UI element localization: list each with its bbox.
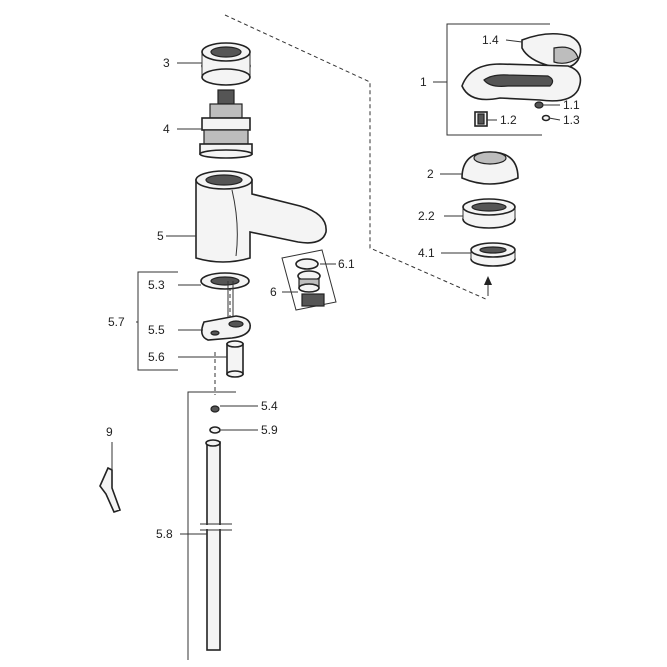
part-1-4-cap <box>521 32 582 69</box>
part-2-2-ring <box>462 198 516 229</box>
part-5-8-supply-hose <box>200 439 232 651</box>
part-5-9-o-ring <box>209 426 221 434</box>
assembly-guide-lines <box>214 14 489 395</box>
label-5-8: 5.8 <box>156 527 173 541</box>
label-6: 6 <box>270 285 277 299</box>
label-9: 9 <box>106 425 113 439</box>
label-2-2: 2.2 <box>418 209 435 223</box>
part-5-3-gasket <box>200 272 250 318</box>
label-5: 5 <box>157 229 164 243</box>
part-labels: 3 4 5 5.3 5.7 5.5 5.6 5.4 5.9 9 5.8 6.1 … <box>106 33 580 541</box>
part-1-bracket <box>446 23 550 136</box>
label-5-6: 5.6 <box>148 350 165 364</box>
part-1-handle-lever <box>461 63 582 102</box>
part-6-aerator <box>281 249 337 311</box>
label-1-1: 1.1 <box>563 98 580 112</box>
part-5-5-bracket <box>200 315 252 341</box>
assembly-arrow-up <box>484 276 492 296</box>
label-1-3: 1.3 <box>563 113 580 127</box>
part-9-tool <box>99 442 122 513</box>
label-2: 2 <box>427 167 434 181</box>
part-4-1-nut <box>470 242 516 267</box>
part-1-1-screw <box>534 101 544 109</box>
label-4: 4 <box>163 122 170 136</box>
label-5-7: 5.7 <box>108 315 125 329</box>
label-1-4: 1.4 <box>482 33 499 47</box>
label-5-9: 5.9 <box>261 423 278 437</box>
label-1: 1 <box>420 75 427 89</box>
leader-lines <box>166 39 561 535</box>
part-4-cartridge <box>199 89 253 159</box>
pipe-frame-line <box>187 391 236 660</box>
part-3-seal-ring <box>201 42 251 86</box>
label-5-5: 5.5 <box>148 323 165 337</box>
part-2-dome-cap <box>461 151 519 185</box>
part-1-2-clip <box>474 111 488 127</box>
label-1-2: 1.2 <box>500 113 517 127</box>
label-4-1: 4.1 <box>418 246 435 260</box>
label-5-3: 5.3 <box>148 278 165 292</box>
label-5-4: 5.4 <box>261 399 278 413</box>
group-bracket-5-7 <box>136 271 178 371</box>
part-5-spout-body <box>195 170 327 263</box>
part-5-6-nut <box>226 340 244 378</box>
label-3: 3 <box>163 56 170 70</box>
part-1-3-ring <box>541 114 551 122</box>
label-6-1: 6.1 <box>338 257 355 271</box>
part-5-4-screw <box>210 405 220 413</box>
